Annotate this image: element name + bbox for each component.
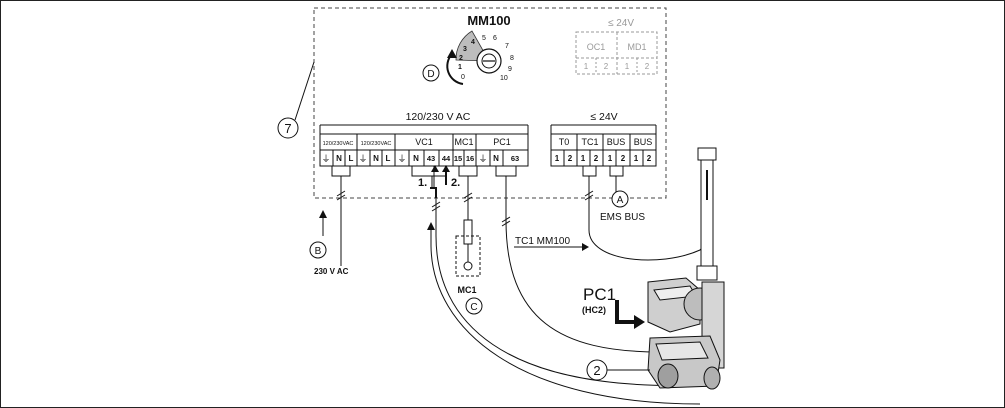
dial-num-3: 3 [463, 46, 467, 53]
pin-mc1-16: 16 [466, 154, 474, 163]
dial-num-1: 1 [458, 64, 462, 71]
valve-cable: 1. 2. [411, 165, 701, 405]
pump-unit [647, 277, 725, 390]
limiter-label: MC1 [457, 285, 476, 295]
dip-switch-area: ≤ 24V OC1 MD1 1 2 1 2 [575, 18, 658, 75]
callout-housing-label: 7 [284, 121, 291, 136]
mc1-limiter: MC1 C [455, 166, 483, 315]
mains-terminal-section: 120/230 V AC 120/230VAC 120/230VAC VC1 M… [319, 111, 529, 167]
callout-d-circle [422, 64, 440, 82]
terminal-group-mc1: MC1 [454, 137, 473, 147]
module-housing [313, 7, 667, 199]
pin-pc1-pe: ⏚ [478, 154, 487, 164]
low-section-label: ≤ 24V [590, 111, 617, 123]
dial-num-6: 6 [493, 35, 497, 42]
dial-inner-ring [481, 53, 497, 69]
pin-supply1-pe: ⏚ [321, 154, 330, 164]
dip-md1-label: MD1 [627, 42, 646, 52]
dial-num-4: 4 [471, 39, 475, 46]
callout-housing-leader [294, 61, 315, 121]
callout-valve-label: 2 [593, 363, 600, 378]
callout-housing-circle [277, 117, 299, 139]
pin-supply2-l: L [386, 154, 391, 163]
pin-supply2-pe: ⏚ [358, 154, 367, 164]
pipe-with-sensor [696, 147, 718, 281]
step-2-label: 2. [451, 177, 460, 189]
pin-pc1-63: 63 [511, 154, 519, 163]
terminal-group-tc1: TC1 [581, 137, 598, 147]
pin-vc1-44: 44 [442, 154, 451, 163]
dip-oc1-label: OC1 [587, 42, 606, 52]
pin-bus1-2: 2 [621, 154, 626, 163]
terminal-group-bus-2: BUS [634, 137, 653, 147]
terminal-group-supply-1: 120/230VAC [323, 141, 354, 147]
dip-oc1-pin1: 1 [584, 62, 589, 71]
pump-label: PC1 (HC2) [582, 285, 645, 329]
terminal-group-t0: T0 [559, 137, 570, 147]
dial-num-10: 10 [500, 75, 508, 82]
pin-supply1-n: N [336, 154, 342, 163]
rotate-arrow-head [447, 49, 457, 58]
mains-section-label: 120/230 V AC [406, 111, 471, 123]
terminal-group-pc1: PC1 [493, 137, 511, 147]
callout-bus-letter: A [617, 195, 624, 206]
pin-bus1-1: 1 [608, 154, 613, 163]
step-1-label: 1. [418, 177, 427, 189]
supply-voltage-label: 230 V AC [314, 267, 349, 276]
dial-num-8: 8 [510, 55, 514, 62]
module-title: MM100 [467, 13, 510, 28]
pin-vc1-n: N [413, 154, 419, 163]
pin-mc1-15: 15 [454, 154, 462, 163]
callout-limiter-letter: C [470, 302, 477, 313]
sensor-label: TC1 MM100 [515, 236, 570, 247]
pin-tc1-2: 2 [594, 154, 599, 163]
pin-t0-1: 1 [555, 154, 560, 163]
dial-num-5: 5 [482, 35, 486, 42]
pump-name: PC1 [583, 285, 616, 304]
pin-supply1-l: L [349, 154, 354, 163]
pump-cable [495, 166, 661, 353]
ems-bus-lead: A EMS BUS [600, 166, 645, 223]
supply-cable: B 230 V AC [309, 166, 351, 276]
dip-oc1-pin2: 2 [604, 62, 609, 71]
dip-md1-pin2: 2 [645, 62, 650, 71]
terminal-group-supply-2: 120/230VAC [361, 141, 392, 147]
pin-t0-2: 2 [568, 154, 573, 163]
terminal-group-vc1: VC1 [415, 137, 433, 147]
pin-tc1-1: 1 [581, 154, 586, 163]
callout-d-label: D [427, 69, 434, 80]
dip-voltage-label: ≤ 24V [608, 18, 634, 29]
pin-pc1-n: N [493, 154, 499, 163]
dial-num-9: 9 [508, 66, 512, 73]
terminal-group-bus-1: BUS [607, 137, 626, 147]
pin-bus2-1: 1 [634, 154, 639, 163]
dial-num-0: 0 [461, 74, 465, 81]
dial-num-2: 2 [459, 55, 463, 62]
low-voltage-terminal-section: ≤ 24V T0 TC1 BUS BUS 1 2 1 2 1 2 1 2 [550, 111, 657, 167]
callout-supply-letter: B [315, 246, 322, 257]
pin-supply2-n: N [373, 154, 379, 163]
coding-dial: 0 1 2 3 4 5 6 7 8 9 10 D [422, 30, 514, 85]
pump-circuit: (HC2) [582, 305, 606, 315]
dip-md1-pin1: 1 [625, 62, 630, 71]
ems-bus-label: EMS BUS [600, 212, 645, 223]
pin-bus2-2: 2 [647, 154, 652, 163]
dial-num-7: 7 [505, 43, 509, 50]
pin-vc1-43: 43 [427, 154, 435, 163]
pin-vc1-pe: ⏚ [397, 154, 406, 164]
